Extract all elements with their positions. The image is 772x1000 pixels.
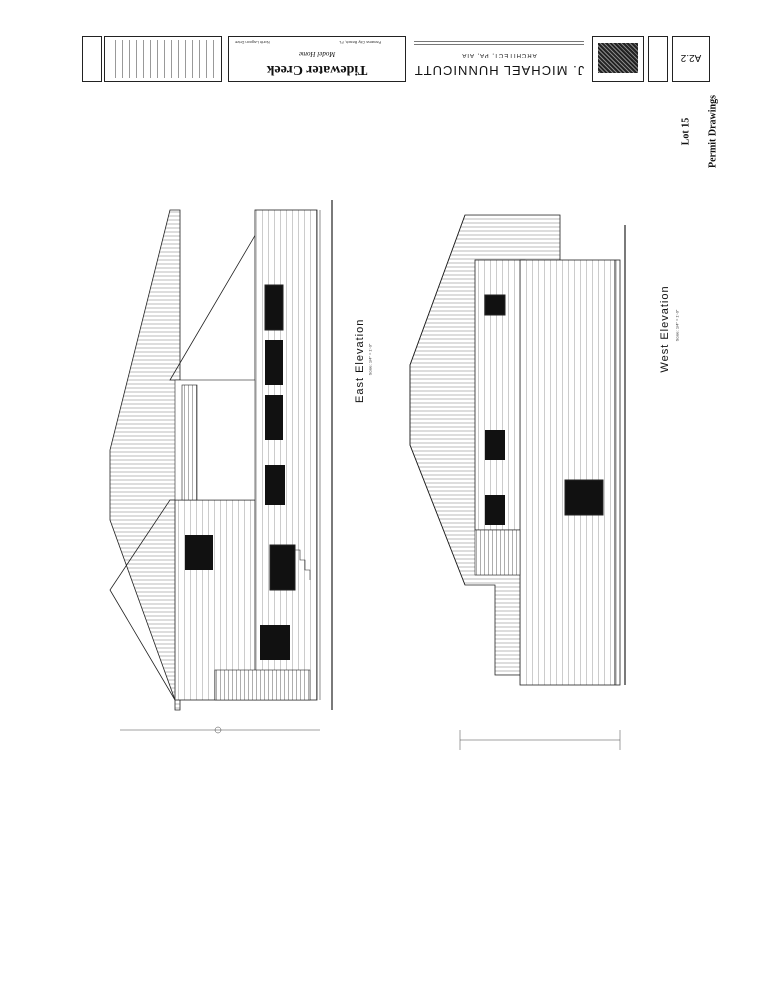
sheet-number: A2.2 [680, 52, 702, 63]
date-box [648, 36, 668, 82]
title-block: Tidewater Creek Model Home North Lagoon … [82, 36, 722, 82]
project-address-left: Panama City Beach, FL [339, 40, 382, 45]
west-elevation-scale: Scale: 1/4" = 1'-0" [674, 309, 680, 342]
revision-box-left [82, 36, 102, 82]
architect-credentials: ARCHITECT, PA, AIA [461, 52, 537, 58]
project-address-right: North Lagoon Drive [235, 40, 270, 45]
architect-seal [598, 43, 638, 73]
east-elevation-scale: Scale: 1/4" = 1'-0" [367, 343, 373, 376]
revision-box [104, 36, 222, 82]
project-box: Tidewater Creek Model Home North Lagoon … [228, 36, 406, 82]
drawing-set-label: Permit Drawings [707, 94, 719, 169]
east-elevation-title: East Elevation [354, 318, 366, 403]
architect-box: J. MICHAEL HUNNICUTT ARCHITECT, PA, AIA [410, 36, 588, 82]
west-elevation-drawing [409, 214, 626, 750]
architect-name: J. MICHAEL HUNNICUTT [413, 63, 585, 78]
seal-box [592, 36, 644, 82]
project-subtitle: Model Home [298, 50, 336, 58]
project-name: Tidewater Creek [266, 62, 368, 77]
west-elevation-title: West Elevation [659, 285, 671, 373]
east-elevation-drawing [109, 200, 333, 734]
architect-address-lines [414, 39, 584, 47]
lot-label: Lot 15 [680, 117, 692, 146]
sheet-number-box: A2.2 [672, 36, 710, 82]
